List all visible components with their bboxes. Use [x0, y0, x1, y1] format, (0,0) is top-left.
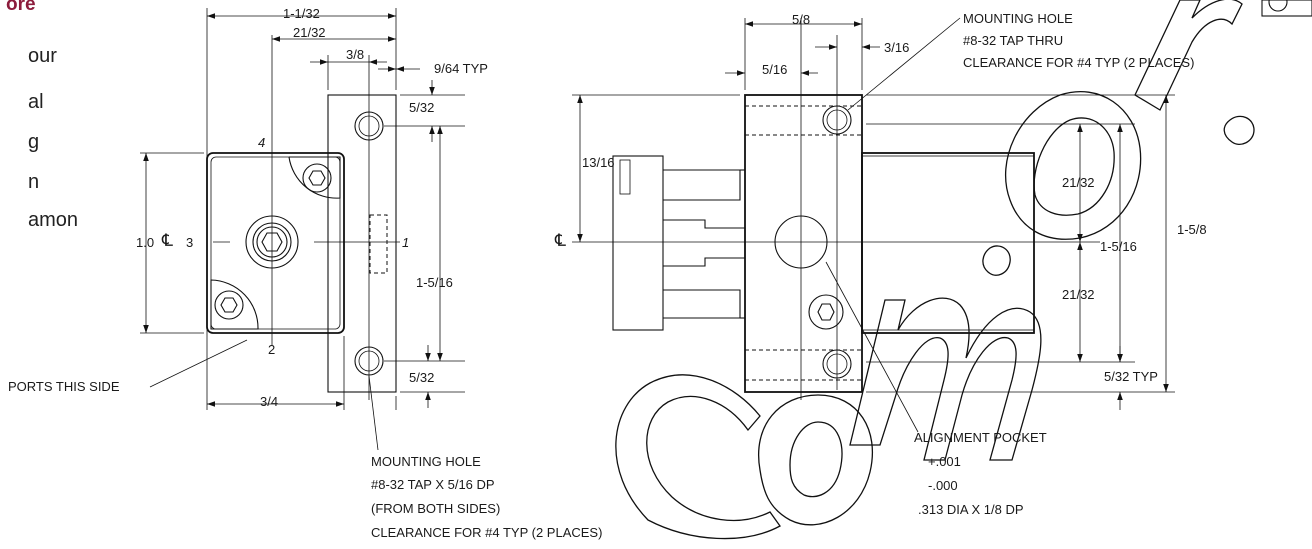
dim-1-5-16: 1-5/16 — [416, 275, 453, 290]
alignment-note-line: -.000 — [928, 478, 958, 493]
left-mounting-plate — [327, 94, 397, 393]
dim-5-32-top: 5/32 — [409, 100, 435, 115]
dim-overall-width: 1-1/32 — [283, 6, 320, 21]
dim-3-4: 3/4 — [260, 394, 279, 409]
dim-5-32-typ: 5/32 TYP — [1104, 369, 1158, 384]
dim-21-32: 21/32 — [293, 25, 326, 40]
port-label-1: 1 — [402, 235, 410, 250]
hex-bolt-icon — [214, 290, 244, 320]
dim-21-32-bottom: 21/32 — [1062, 287, 1095, 302]
watermark — [615, 0, 1255, 540]
dim-5-8: 5/8 — [792, 12, 811, 27]
sidebar-text-line: our — [28, 45, 57, 67]
alignment-note-line: +.001 — [928, 454, 961, 469]
mounting-hole-note-line: MOUNTING HOLE — [963, 11, 1073, 26]
dim-3-16: 3/16 — [884, 40, 910, 55]
port-label-4: 4 — [258, 135, 266, 150]
dim-1-0: 1.0 — [136, 235, 155, 250]
ports-this-side-note: PORTS THIS SIDE — [8, 379, 120, 394]
alignment-note-line: ALIGNMENT POCKET — [914, 430, 1047, 445]
dim-1-5-16: 1-5/16 — [1100, 239, 1137, 254]
mounting-hole-note-line: CLEARANCE FOR #4 TYP (2 PLACES) — [963, 55, 1195, 70]
dim-3-8: 3/8 — [346, 47, 365, 62]
section-heading: ore — [6, 0, 36, 15]
right-body — [744, 94, 863, 393]
dim-5-32-bottom: 5/32 — [409, 370, 435, 385]
hex-screw-icon — [808, 294, 844, 330]
dim-13-16: 13/16 — [582, 155, 615, 170]
mounting-hole-note-line: CLEARANCE FOR #4 TYP (2 PLACES) — [371, 525, 603, 540]
dim-5-16: 5/16 — [762, 62, 788, 77]
right-cylinder — [861, 152, 1035, 334]
sidebar-text-line: g — [28, 131, 40, 153]
dim-1-5-8: 1-5/8 — [1177, 222, 1207, 237]
hex-bolt-icon — [302, 163, 332, 193]
mounting-hole-note-line: #8-32 TAP X 5/16 DP — [371, 477, 495, 492]
alignment-note-line: .313 DIA X 1/8 DP — [918, 502, 1024, 517]
mounting-hole-note-line: #8-32 TAP THRU — [963, 33, 1064, 48]
dim-9-64-typ: 9/64 TYP — [434, 61, 488, 76]
fitting-block — [612, 155, 746, 331]
right-view — [572, 17, 1175, 433]
mounting-hole-note-line: (FROM BOTH SIDES) — [371, 501, 501, 516]
port-label-2: 2 — [268, 342, 276, 357]
sidebar-text-line: n — [28, 171, 40, 193]
sidebar-text-line: al — [28, 91, 44, 113]
left-view — [140, 8, 465, 451]
sidebar-text-line: amon — [28, 209, 79, 231]
port-label-3: 3 — [186, 235, 194, 250]
centerline-symbol: ℄ — [162, 231, 173, 250]
mounting-hole-note-line: MOUNTING HOLE — [371, 454, 481, 469]
dim-21-32-top: 21/32 — [1062, 175, 1095, 190]
centerline-symbol: ℄ — [555, 231, 566, 250]
